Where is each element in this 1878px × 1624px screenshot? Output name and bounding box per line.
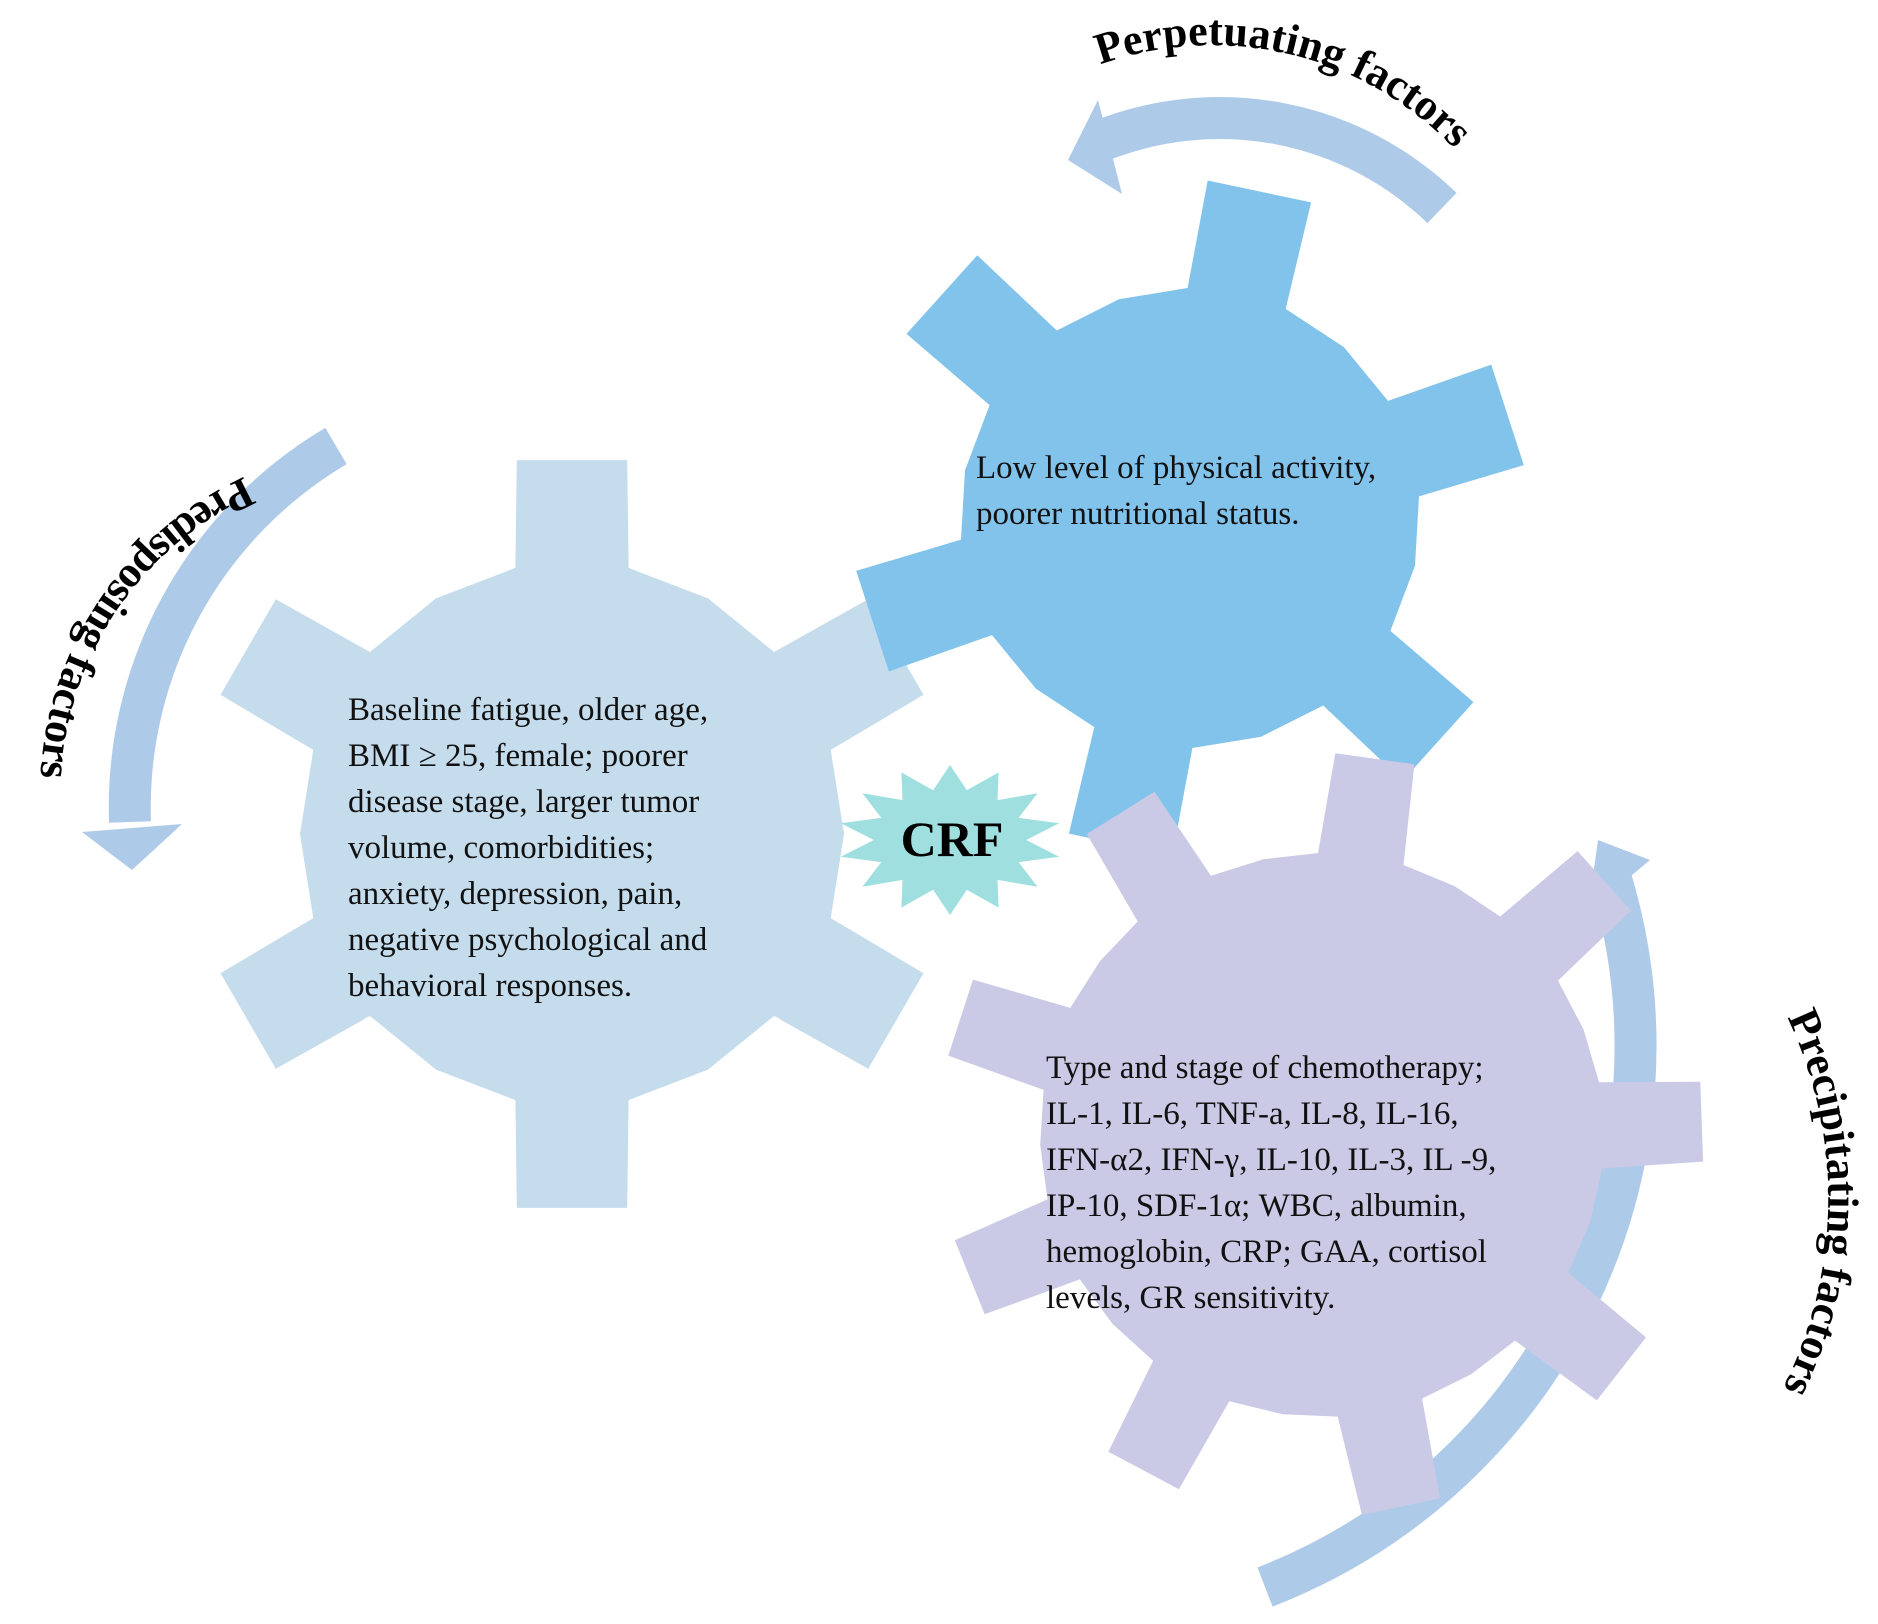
gear-precipitating-line: levels, GR sensitivity. (1046, 1280, 1335, 1316)
label-precipitating-path: Precipitating factors (1774, 1001, 1867, 1405)
arrow-predisposing (82, 427, 347, 870)
crf-label: CRF (901, 811, 1004, 867)
gear-perpetuating-line: poorer nutritional status. (976, 496, 1300, 532)
gear-precipitating (948, 753, 1704, 1515)
gear-predisposing-line: disease stage, larger tumor (348, 784, 699, 820)
gear-precipitating-line: hemoglobin, CRP; GAA, cortisol (1046, 1234, 1487, 1270)
gear-precipitating-line: IFN-α2, IFN-γ, IL-10, IL-3, IL -9, (1046, 1142, 1496, 1178)
gear-perpetuating-line: Low level of physical activity, (976, 450, 1376, 486)
arrow-predisposing-head (82, 824, 182, 870)
gear-predisposing-line: Baseline fatigue, older age, (348, 692, 708, 728)
gear-perpetuating-text: Low level of physical activity, poorer n… (976, 450, 1384, 532)
gear-predisposing-line: BMI ≥ 25, female; poorer (348, 738, 688, 774)
arrow-predisposing-band (108, 427, 347, 823)
gear-precipitating-text: Type and stage of chemotherapy; IL-1, IL… (1046, 1050, 1505, 1316)
label-precipitating-factors: Precipitating factors (1774, 1001, 1867, 1405)
gear-predisposing-line: volume, comorbidities; (348, 830, 654, 866)
gear-precipitating-line: IL-1, IL-6, TNF-a, IL-8, IL-16, (1046, 1096, 1459, 1132)
arrow-perpetuating-band (1090, 97, 1457, 224)
arrow-perpetuating (1068, 97, 1457, 224)
gear-predisposing-line: behavioral responses. (348, 968, 632, 1004)
gear-perpetuating (856, 180, 1524, 856)
gear-precipitating-line: IP-10, SDF-1α; WBC, albumin, (1046, 1188, 1467, 1224)
gear-precipitating-line: Type and stage of chemotherapy; (1046, 1050, 1484, 1086)
crf-burst (840, 765, 1060, 915)
arrow-perpetuating-head (1068, 100, 1122, 194)
gear-predisposing (220, 460, 924, 1208)
gear-predisposing-line: anxiety, depression, pain, (348, 876, 682, 912)
gear-predisposing-text: Baseline fatigue, older age, BMI ≥ 25, f… (348, 692, 716, 1004)
gear-predisposing-line: negative psychological and (348, 922, 708, 958)
